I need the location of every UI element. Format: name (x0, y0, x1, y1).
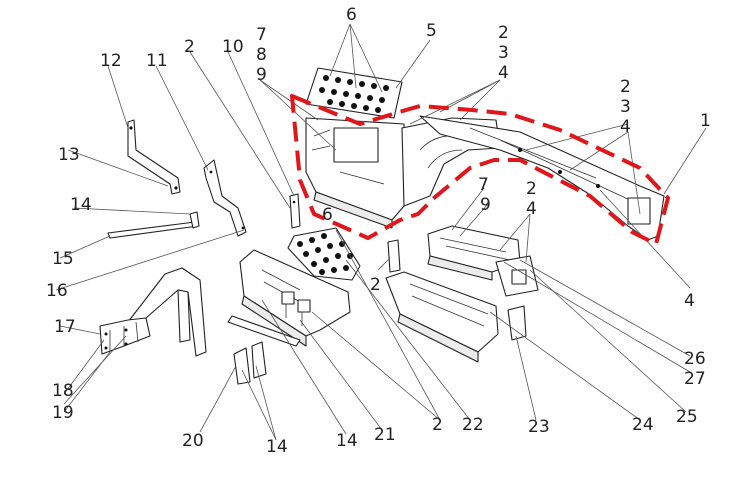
callout-4-right: 4 (620, 117, 631, 137)
callout-7-right: 7 (478, 175, 489, 195)
callout-11: 11 (146, 51, 168, 71)
callout-14-bottom: 14 (266, 437, 288, 457)
callout-2-top: 2 (498, 23, 509, 43)
callout-27: 27 (684, 369, 706, 389)
part-11-bracket (203, 159, 247, 237)
callout-12: 12 (100, 51, 122, 71)
part-2-small-plate (387, 239, 401, 273)
part-21-floor-panel (239, 249, 351, 347)
callout-23: 23 (528, 417, 550, 437)
callout-1: 1 (700, 111, 711, 131)
callout-14-middle: 14 (336, 431, 358, 451)
callout-2-bottom: 2 (432, 415, 443, 435)
callout-25: 25 (676, 407, 698, 427)
callout-15: 15 (52, 249, 74, 269)
leader-lines (55, 23, 707, 441)
callout-8: 8 (256, 45, 267, 65)
step-holes-lower (297, 233, 353, 275)
callout-9-right: 9 (480, 195, 491, 215)
callout-2-right: 2 (620, 77, 631, 97)
callout-21: 21 (374, 425, 396, 445)
callout-5: 5 (426, 21, 437, 41)
callout-7-top: 7 (256, 25, 267, 45)
part-17-support (99, 267, 207, 357)
callout-18: 18 (52, 381, 74, 401)
callout-2-left: 2 (184, 37, 195, 57)
callout-labels: 6 5 2 3 4 7 8 9 10 2 11 12 13 14 15 16 1… (46, 5, 711, 457)
step-holes-upper (319, 75, 389, 113)
part-23-lower-step (385, 271, 527, 363)
callout-13: 13 (58, 145, 80, 165)
callout-4-top: 4 (498, 63, 509, 83)
callout-24: 24 (632, 415, 654, 435)
callout-2-center: 2 (370, 275, 381, 295)
callout-6-lower: 6 (322, 205, 333, 225)
callout-26: 26 (684, 349, 706, 369)
callout-3-right: 3 (620, 97, 631, 117)
callout-17: 17 (54, 317, 76, 337)
part-1-side-rail (419, 115, 665, 241)
callout-20: 20 (182, 431, 204, 451)
highlight-outline (290, 94, 670, 246)
callout-9-top: 9 (256, 65, 267, 85)
callout-10: 10 (222, 37, 244, 57)
callout-22: 22 (462, 415, 484, 435)
part-10-small-bracket (289, 193, 301, 229)
part-20-lower-bracket (227, 315, 301, 385)
part-15-flat-bar (107, 211, 200, 239)
part-6-step-plate-upper (305, 67, 403, 119)
callout-6-top: 6 (346, 5, 357, 25)
callout-4-right-step: 4 (526, 199, 537, 219)
part-12-bracket (127, 119, 181, 195)
step-box-assembly (305, 117, 405, 229)
callout-14-left: 14 (70, 195, 92, 215)
callout-3-top: 3 (498, 43, 509, 63)
callout-4-lower-right: 4 (684, 291, 695, 311)
callout-16: 16 (46, 281, 68, 301)
callout-19: 19 (52, 403, 74, 423)
part-7-right-step (427, 225, 539, 297)
callout-2-right-step: 2 (526, 179, 537, 199)
